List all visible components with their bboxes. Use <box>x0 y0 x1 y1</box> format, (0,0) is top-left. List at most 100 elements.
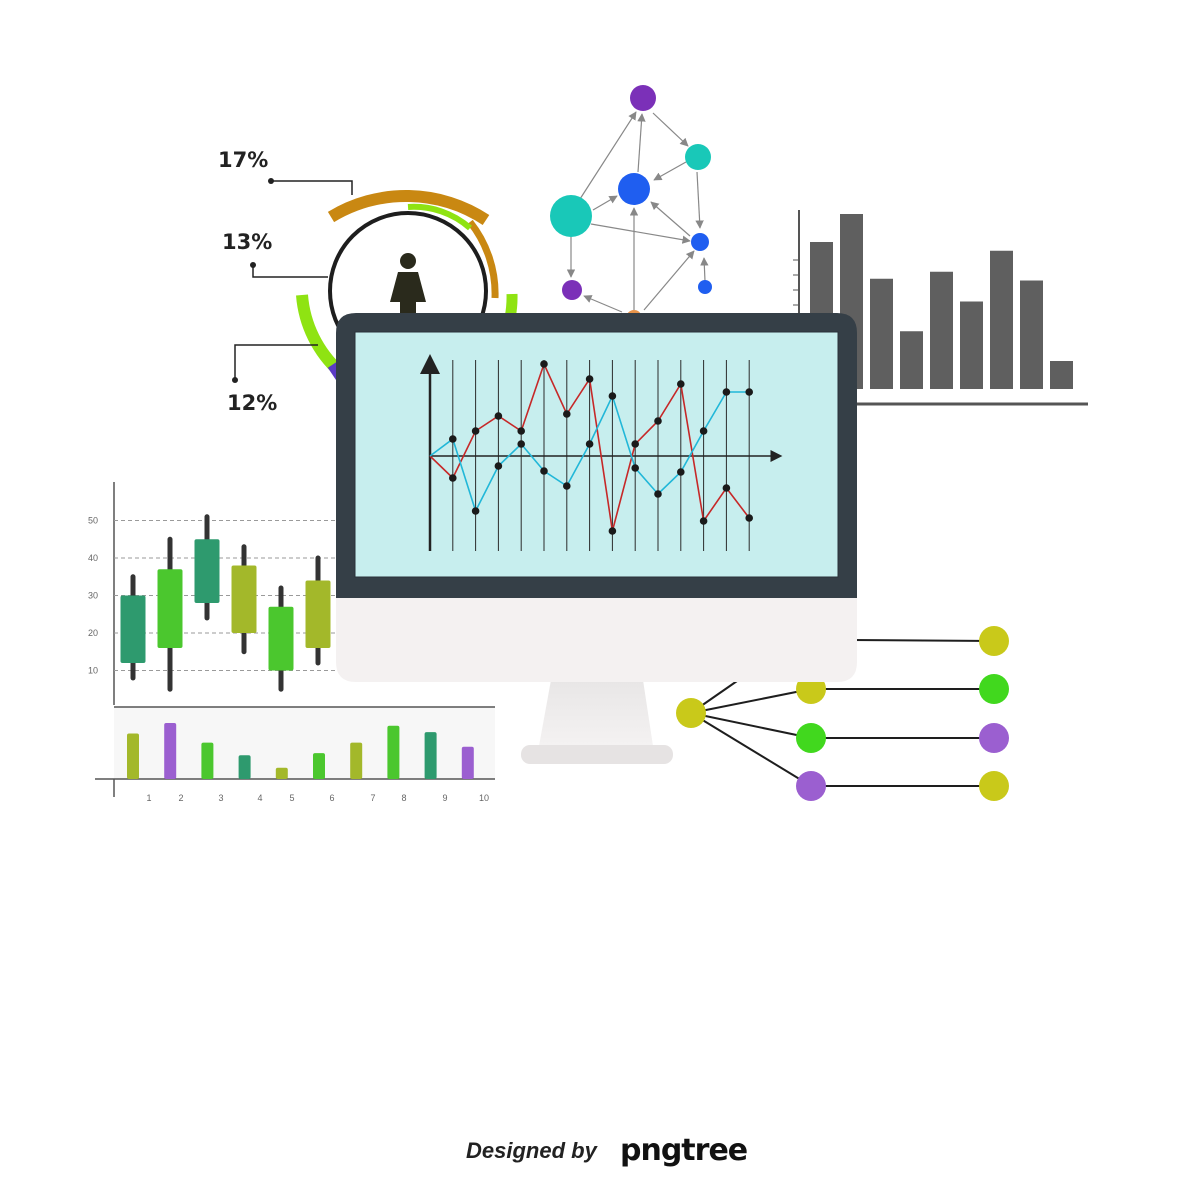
screen-data-point <box>494 462 503 470</box>
gray-bar-chart <box>793 210 1088 406</box>
monitor-screen <box>354 331 839 578</box>
screen-data-point <box>563 482 571 490</box>
small-bar-x-tick-label: 2 <box>178 793 183 803</box>
screen-data-point <box>471 507 480 515</box>
screen-data-point <box>471 427 480 435</box>
tree-leaf-node <box>979 723 1009 753</box>
leader-dot <box>268 178 274 184</box>
candle-y-tick-label: 40 <box>88 553 98 563</box>
tree-leaf-node <box>979 771 1009 801</box>
gray-bar <box>990 250 1013 389</box>
screen-data-point <box>699 517 708 525</box>
percent-label-12: 12% <box>227 391 277 415</box>
percent-label-17: 17% <box>218 148 268 172</box>
screen-data-point <box>563 410 571 418</box>
screen-data-point <box>631 464 639 472</box>
person-icon <box>390 253 426 318</box>
screen-data-point <box>608 392 617 400</box>
screen-line-chart <box>420 354 783 551</box>
small-bar <box>350 742 363 779</box>
small-bar <box>238 755 251 779</box>
leader-line-13 <box>252 265 328 278</box>
screen-data-point <box>585 440 594 448</box>
leader-dot <box>250 262 256 268</box>
screen-data-point <box>540 467 548 475</box>
gray-bar <box>1050 361 1073 389</box>
tree-node <box>796 771 826 801</box>
tree-node <box>796 723 826 753</box>
small-bar <box>424 732 437 779</box>
screen-data-point <box>699 427 708 435</box>
gauge-ring-green-inner <box>407 203 472 231</box>
screen-data-point <box>677 468 685 476</box>
candle-body <box>305 580 331 648</box>
small-bar-x-tick-label: 4 <box>257 793 262 803</box>
monitor-stand-base <box>521 745 673 764</box>
screen-data-point <box>517 440 525 448</box>
small-bar-x-tick-label: 9 <box>442 793 447 803</box>
small-bar-x-tick-label: 7 <box>370 793 375 803</box>
network-graph <box>550 85 712 326</box>
small-bar-x-tick-label: 6 <box>329 793 334 803</box>
graph-node <box>698 280 712 294</box>
candle-y-tick-label: 10 <box>88 666 98 676</box>
tree-leaf-node <box>979 674 1009 704</box>
leader-line-17 <box>271 180 353 195</box>
small-bar <box>201 742 214 779</box>
graph-node <box>691 233 709 251</box>
leader-line-12 <box>234 344 318 380</box>
candle-y-tick-label: 20 <box>88 628 98 638</box>
graph-node <box>618 173 650 205</box>
candle-body <box>231 565 257 633</box>
screen-data-point <box>631 440 639 448</box>
gray-bar <box>960 301 983 389</box>
watermark: Designed by pngtree <box>466 1133 748 1168</box>
candle-y-tick-label: 30 <box>88 591 98 601</box>
small-bar-x-tick-label: 3 <box>218 793 223 803</box>
monitor-stand-neck <box>539 680 653 746</box>
screen-data-point <box>540 360 548 368</box>
small-bar-x-tick-label: 5 <box>289 793 294 803</box>
small-bar <box>127 733 139 779</box>
candle-body <box>120 595 146 663</box>
small-bar <box>313 753 325 779</box>
candlestick-chart: 50 40 30 20 10 <box>88 482 340 705</box>
gray-bar <box>1020 280 1043 389</box>
candle-body <box>157 569 183 648</box>
candle-body <box>268 606 294 671</box>
small-bar <box>387 725 400 779</box>
small-bar <box>164 723 177 779</box>
monitor-chin <box>336 597 857 682</box>
screen-data-point <box>654 417 662 425</box>
screen-data-point <box>608 527 617 535</box>
graph-node <box>630 85 656 111</box>
screen-data-point <box>722 388 731 396</box>
watermark-brand: pngtree <box>620 1133 747 1168</box>
gauge-ring-orange-inner <box>467 219 499 299</box>
small-bar-x-tick-label: 10 <box>479 793 489 803</box>
gray-bar <box>930 271 953 389</box>
gauge-ring-orange <box>327 190 490 226</box>
screen-data-point <box>722 484 731 492</box>
tree-leaf-node <box>979 626 1009 656</box>
leader-dot <box>232 377 238 383</box>
small-bar <box>461 746 474 779</box>
screen-data-point <box>494 412 503 420</box>
candle-y-tick-label: 50 <box>88 516 98 526</box>
candle-body <box>194 539 220 603</box>
screen-data-point <box>517 427 525 435</box>
screen-data-point <box>449 435 457 443</box>
small-bar-chart: 1 2 3 4 5 6 7 8 9 10 <box>95 706 495 803</box>
small-bar-x-tick-label: 1 <box>146 793 151 803</box>
tree-connector <box>676 626 1009 801</box>
screen-data-point <box>654 490 662 498</box>
graph-node <box>550 195 592 237</box>
percent-label-13: 13% <box>222 230 272 254</box>
screen-data-point <box>745 514 753 522</box>
small-bar-x-tick-label: 8 <box>401 793 406 803</box>
screen-data-point <box>585 375 594 383</box>
tree-root-node <box>676 698 706 728</box>
screen-data-point <box>449 474 457 482</box>
screen-data-point <box>745 388 753 396</box>
